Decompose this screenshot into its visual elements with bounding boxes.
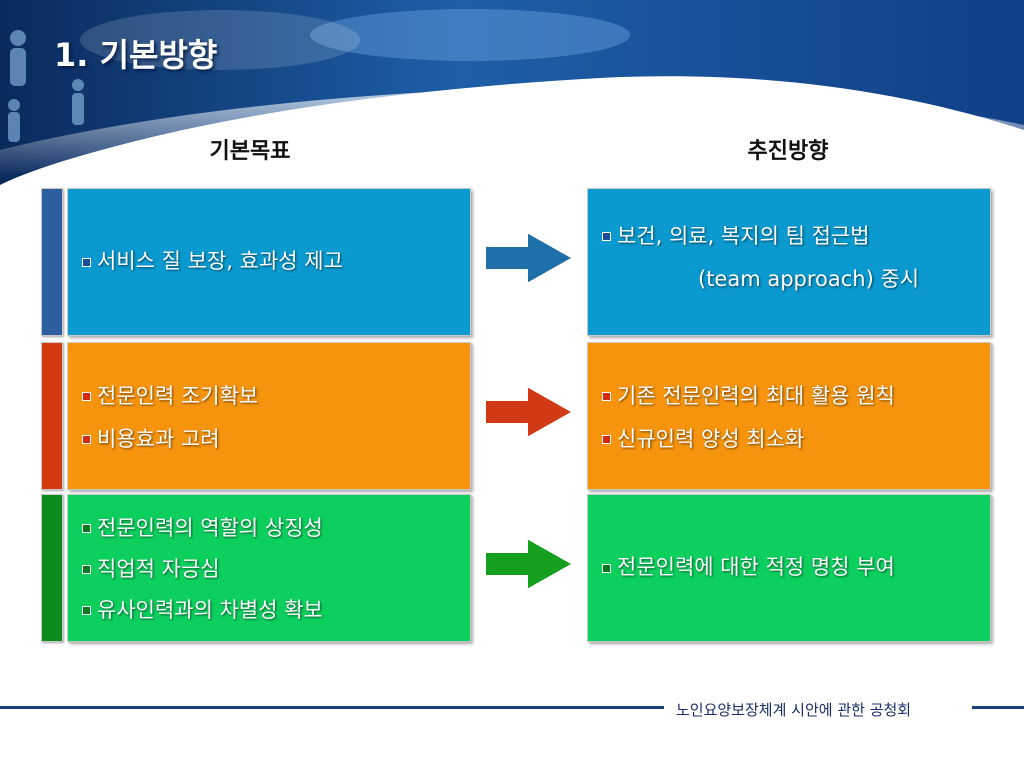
list-item: 전문인력 조기확보	[82, 384, 470, 408]
row-1-direction-box: 보건, 의료, 복지의 팀 접근법 (team approach) 중시	[587, 188, 991, 336]
bullet-icon	[602, 231, 611, 241]
left-column-heading: 기본목표	[209, 139, 291, 164]
row-3-direction-box: 전문인력에 대한 적정 명칭 부여	[587, 494, 991, 642]
row-1-goal-box: 서비스 질 보장, 효과성 제고	[67, 188, 471, 336]
slide-title: 1. 기본방향	[54, 36, 218, 74]
bullet-icon	[82, 392, 91, 402]
footer-divider-left	[0, 706, 664, 709]
list-item: 기존 전문인력의 최대 활용 원칙	[602, 384, 990, 408]
bullet-icon	[602, 563, 611, 573]
arrow-right-icon	[484, 384, 575, 440]
bullet-icon	[602, 392, 611, 402]
row-2-goal-box: 전문인력 조기확보 비용효과 고려	[67, 342, 471, 490]
list-item: 보건, 의료, 복지의 팀 접근법	[602, 224, 990, 248]
row-3-color-strip	[41, 494, 63, 642]
header-banner: 1. 기본방향	[0, 0, 1024, 190]
bullet-icon	[82, 524, 91, 534]
row-3-goal-box: 전문인력의 역할의 상징성 직업적 자긍심 유사인력과의 차별성 확보	[67, 494, 471, 642]
arrow-right-icon	[484, 536, 575, 592]
bullet-icon	[602, 435, 611, 445]
arrow-right-icon	[484, 230, 575, 286]
bullet-icon	[82, 606, 91, 616]
row-2-color-strip	[41, 342, 63, 490]
list-item: 유사인력과의 차별성 확보	[82, 599, 470, 622]
list-item: 직업적 자긍심	[82, 557, 470, 581]
list-item: 비용효과 고려	[82, 427, 470, 451]
row-2-direction-box: 기존 전문인력의 최대 활용 원칙 신규인력 양성 최소화	[587, 342, 991, 490]
bullet-icon	[82, 565, 91, 575]
banner-graphic	[0, 0, 1024, 185]
list-item: 신규인력 양성 최소화	[602, 427, 990, 451]
list-item-continuation: (team approach) 중시	[698, 267, 920, 291]
right-column-heading: 추진방향	[747, 139, 829, 164]
list-item: 전문인력에 대한 적정 명칭 부여	[602, 556, 990, 579]
bullet-icon	[82, 435, 91, 445]
footer-caption: 노인요양보장체계 시안에 관한 공청회	[676, 701, 912, 719]
list-item: 서비스 질 보장, 효과성 제고	[82, 250, 470, 273]
bullet-icon	[82, 257, 91, 267]
row-1-color-strip	[41, 188, 63, 336]
list-item: 전문인력의 역할의 상징성	[82, 516, 470, 540]
footer-divider-right	[972, 706, 1024, 709]
